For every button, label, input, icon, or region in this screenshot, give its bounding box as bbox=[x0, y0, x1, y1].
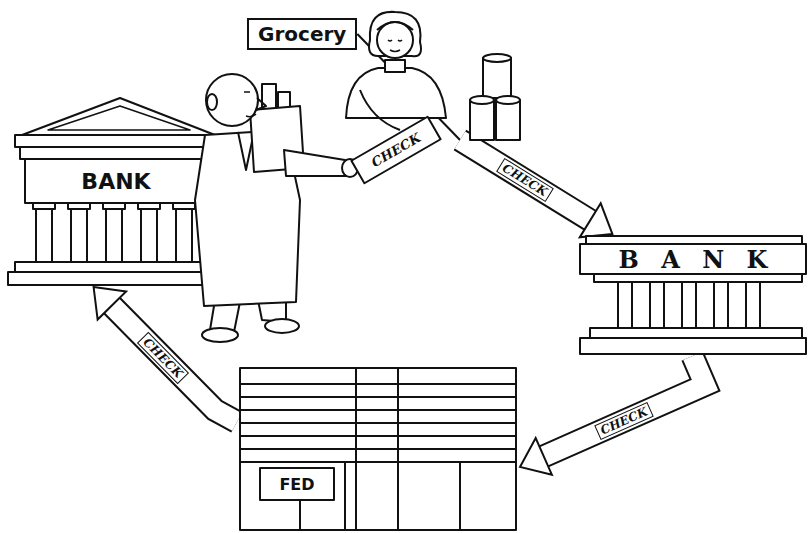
cashier bbox=[346, 12, 446, 130]
cans bbox=[470, 54, 520, 140]
flow-arrow bbox=[520, 356, 705, 475]
fed-building bbox=[240, 368, 516, 530]
arrow-head bbox=[520, 438, 552, 475]
node-title: Grocery bbox=[258, 22, 346, 46]
arrow-label: CHECK bbox=[137, 331, 189, 384]
store-sign: Grocery bbox=[247, 18, 357, 50]
node-title: B A N K bbox=[582, 244, 804, 274]
node-title: FED bbox=[262, 470, 332, 498]
fed-node: FED bbox=[237, 364, 520, 530]
arrow-head bbox=[94, 287, 126, 320]
bank-building bbox=[8, 98, 223, 285]
bank-building bbox=[580, 236, 806, 354]
customer bbox=[195, 74, 358, 342]
arrow-body bbox=[460, 140, 590, 220]
bank-node: B A N K bbox=[578, 234, 807, 356]
arrow-head bbox=[580, 203, 613, 237]
arrow-body-outline bbox=[544, 356, 705, 456]
arrow-body bbox=[544, 356, 705, 456]
arrow-body-outline bbox=[460, 140, 590, 220]
check-paper bbox=[351, 117, 440, 184]
node-title: BANK bbox=[28, 161, 204, 201]
bank-node: BANK bbox=[8, 95, 222, 287]
